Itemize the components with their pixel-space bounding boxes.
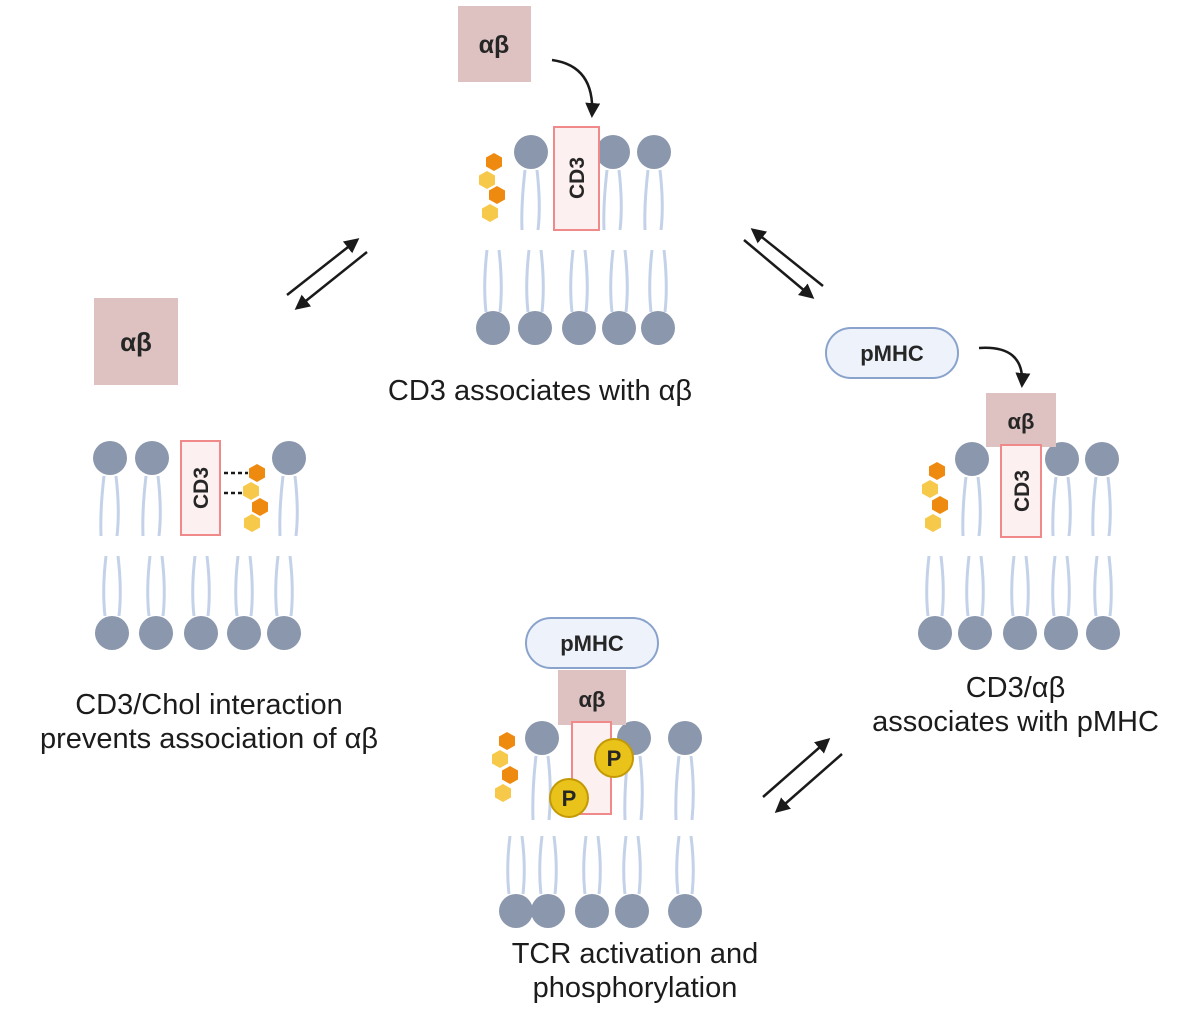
cd3-box: CD3 — [180, 440, 221, 536]
equilibrium-arrow-top-right — [743, 228, 824, 299]
ab-label: αβ — [120, 327, 152, 357]
lipid-head — [641, 311, 675, 345]
lipid-head — [562, 311, 596, 345]
caption-top: CD3 associates with αβ — [340, 374, 740, 408]
panel-top: CD3 αβ — [458, 6, 675, 345]
lipid-head — [476, 311, 510, 345]
cd3-box: CD3 — [1000, 444, 1042, 538]
lipid-head — [1086, 616, 1120, 650]
lipid-head — [514, 135, 548, 169]
lipid-head — [668, 721, 702, 755]
lipid-head — [1045, 442, 1079, 476]
cd3-box: CD3 — [553, 126, 600, 231]
lipid-head — [918, 616, 952, 650]
lipid-head — [615, 894, 649, 928]
cholesterol-icon — [479, 153, 505, 222]
lipid-head — [1044, 616, 1078, 650]
membrane-left — [93, 441, 306, 650]
ab-label: αβ — [579, 687, 606, 712]
panel-left: αβ CD3 — [93, 298, 306, 650]
lipid-head — [1003, 616, 1037, 650]
phosphate-icon: P — [594, 738, 634, 778]
lipid-head — [531, 894, 565, 928]
lipid-head — [135, 441, 169, 475]
ab-box: αβ — [458, 6, 531, 82]
equilibrium-arrow-left-top — [286, 238, 368, 310]
ab-label: αβ — [1008, 409, 1035, 434]
caption-bottom-line2: phosphorylation — [532, 972, 738, 1004]
ab-box: αβ — [986, 393, 1056, 447]
lipid-head — [95, 616, 129, 650]
caption-right-line2: associates with pMHC — [872, 706, 1159, 738]
curved-arrow — [978, 346, 1031, 388]
pmhc-pill: pMHC — [525, 617, 659, 669]
panel-right: pMHC αβ — [825, 327, 1120, 650]
lipid-tails — [925, 476, 1113, 617]
caption-bottom-line1: TCR activation and — [511, 938, 759, 970]
cd3-label: CD3 — [1011, 470, 1034, 512]
pmhc-label: pMHC — [860, 341, 924, 366]
lipid-head — [267, 616, 301, 650]
phosphate-label: P — [562, 786, 577, 811]
phosphate-icon: P — [549, 778, 589, 818]
lipid-head — [637, 135, 671, 169]
lipid-head — [958, 616, 992, 650]
lipid-head — [596, 135, 630, 169]
caption-top-text: CD3 associates with αβ — [387, 375, 693, 407]
lipid-head — [575, 894, 609, 928]
lipid-tails — [99, 475, 299, 617]
pmhc-label: pMHC — [560, 631, 624, 656]
lipid-tails — [483, 169, 668, 313]
lipid-head — [525, 721, 559, 755]
ab-label: αβ — [479, 31, 510, 59]
cd3-label: CD3 — [566, 157, 589, 199]
lipid-head — [668, 894, 702, 928]
lipid-head — [184, 616, 218, 650]
membrane-right — [918, 442, 1120, 650]
cholesterol-icon — [922, 462, 948, 532]
caption-right: CD3/αβ associates with pMHC — [840, 671, 1191, 739]
lipid-head — [93, 441, 127, 475]
pmhc-pill: pMHC — [825, 327, 959, 379]
lipid-head — [499, 894, 533, 928]
membrane-bottom — [499, 721, 702, 928]
ab-box: αβ — [94, 298, 178, 385]
lipid-head — [139, 616, 173, 650]
lipid-head — [227, 616, 261, 650]
membrane-top — [476, 135, 675, 345]
caption-right-line1: CD3/αβ — [965, 672, 1066, 704]
caption-bottom: TCR activation and phosphorylation — [460, 937, 810, 1005]
curved-arrow — [551, 58, 601, 118]
cd3-label: CD3 — [190, 467, 213, 509]
cholesterol-icon — [243, 464, 268, 532]
equilibrium-arrow-bottom-right — [762, 738, 843, 813]
lipid-head — [602, 311, 636, 345]
caption-left-line2: prevents association of αβ — [39, 723, 379, 755]
caption-left-line1: CD3/Chol interaction — [75, 689, 343, 721]
caption-left: CD3/Chol interaction prevents associatio… — [0, 688, 418, 756]
lipid-head — [272, 441, 306, 475]
lipid-head — [955, 442, 989, 476]
panel-bottom: αβ pMHC P P — [492, 617, 702, 928]
lipid-head — [1085, 442, 1119, 476]
phosphate-label: P — [607, 746, 622, 771]
cholesterol-icon — [492, 732, 518, 802]
lipid-head — [518, 311, 552, 345]
ab-box: αβ — [558, 670, 626, 725]
